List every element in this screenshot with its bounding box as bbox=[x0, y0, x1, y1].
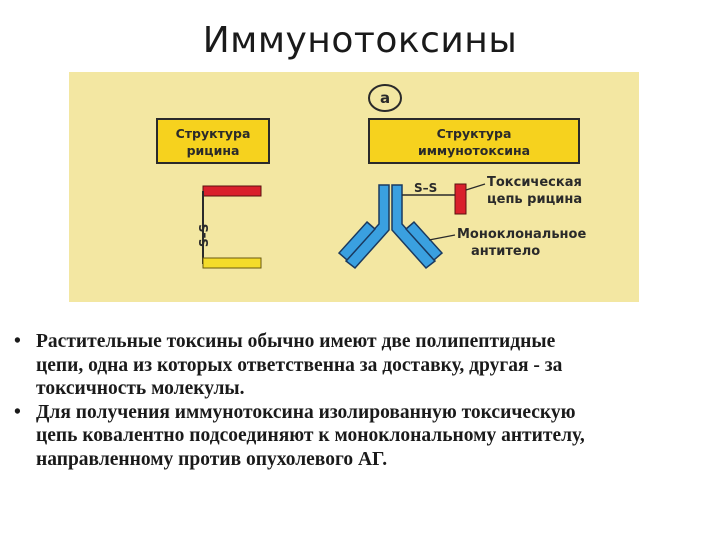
antibody-label-2: антитело bbox=[471, 244, 540, 259]
bullet-item: • Для получения иммунотоксина изолирован… bbox=[14, 401, 714, 472]
bullet-1-line-1: Растительные токсины обычно имеют две по… bbox=[36, 331, 556, 352]
immunotoxin-box-line-1: Структура bbox=[437, 126, 512, 141]
bullet-2-line-3: направленному против опухолевого АГ. bbox=[36, 448, 388, 470]
bullet-1-line-3: токсичность молекулы. bbox=[36, 378, 245, 399]
bullet-item: • Растительные токсины обычно имеют две … bbox=[14, 330, 714, 401]
bullet-list: • Растительные токсины обычно имеют две … bbox=[14, 330, 714, 471]
immunotoxin-figure: а Структура рицина Структура иммунотокси… bbox=[69, 72, 639, 302]
immunotoxin-box-line-2: иммунотоксина bbox=[418, 143, 530, 158]
ricin-binding-chain bbox=[202, 257, 262, 269]
bullet-dot: • bbox=[14, 331, 21, 352]
ricin-molecule: S–S bbox=[197, 185, 262, 269]
antibody-label-1: Моноклональное bbox=[457, 227, 586, 242]
ricin-box-line-2: рицина bbox=[187, 143, 240, 158]
bullet-2-line-2: цепь ковалентно подсоединяют к моноклона… bbox=[36, 425, 585, 446]
bullet-dot: • bbox=[14, 401, 21, 423]
bullet-2-line-1: Для получения иммунотоксина изолированну… bbox=[36, 401, 576, 423]
slide-title: Иммунотоксины bbox=[202, 20, 518, 61]
toxic-chain-label-2: цепь рицина bbox=[487, 192, 582, 207]
ricin-structure-box: Структура рицина bbox=[156, 118, 270, 164]
bullet-1-line-2: цепи, одна из которых ответственна за до… bbox=[36, 354, 563, 376]
immunotoxin-structure-box: Структура иммунотоксина bbox=[368, 118, 580, 164]
antibody-molecule: S–S bbox=[337, 181, 467, 270]
immunotoxin-toxic-chain bbox=[454, 183, 467, 215]
ricin-toxic-chain bbox=[202, 185, 262, 197]
panel-letter: а bbox=[380, 89, 390, 107]
immunotoxin-disulfide-label: S–S bbox=[414, 181, 437, 195]
ricin-disulfide-label: S–S bbox=[197, 224, 211, 247]
toxic-chain-label-1: Токсическая bbox=[487, 175, 582, 190]
panel-letter-badge: а bbox=[368, 84, 402, 112]
ricin-box-line-1: Структура bbox=[176, 126, 251, 141]
